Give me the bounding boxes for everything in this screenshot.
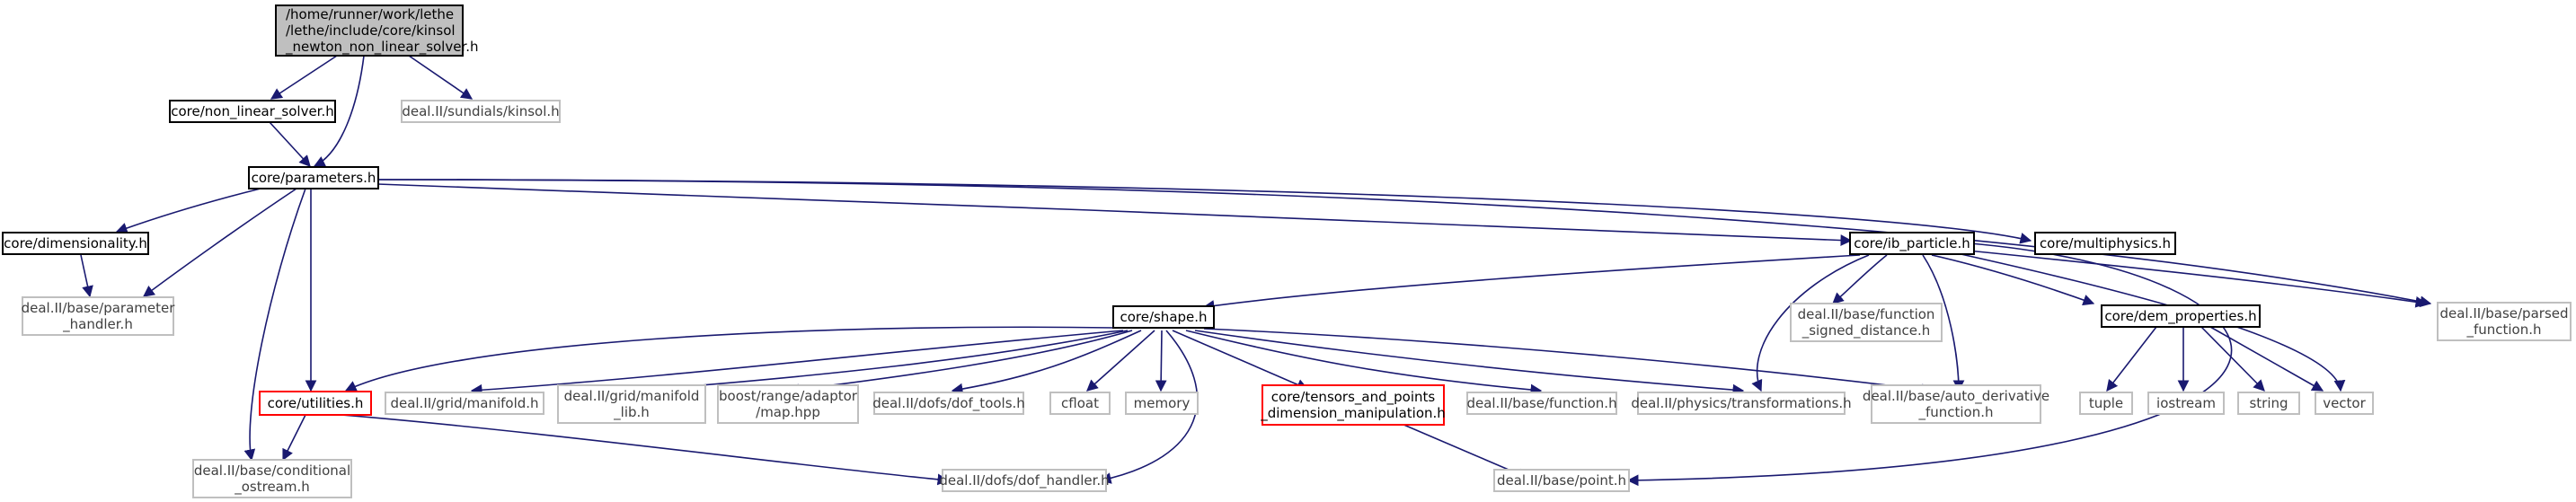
edge-root-to-sundials-kinsol [408, 55, 474, 100]
edge-non-linear-solver-to-parameters [269, 121, 311, 167]
edge-dem-properties-to-string [2200, 326, 2265, 392]
node-dimensionality[interactable]: core/dimensionality.h [2, 232, 149, 255]
node-non-linear-solver[interactable]: core/non_linear_solver.h [169, 100, 336, 123]
node-base-function[interactable]: deal.II/base/function.h [1466, 392, 1617, 415]
node-sundials-kinsol[interactable]: deal.II/sundials/kinsol.h [401, 100, 561, 123]
node-root-file: /home/runner/work/lethe /lethe/include/c… [275, 4, 479, 57]
edge-utilities-to-dof-handler [341, 414, 950, 486]
node-parsed-function[interactable]: deal.II/base/parsed _function.h [2437, 302, 2572, 341]
edge-shape-to-base-function [1185, 330, 1543, 396]
node-tensors-and-points[interactable]: core/tensors_and_points _dimension_manip… [1261, 384, 1446, 426]
edge-ib-particle-to-shape [1202, 254, 1861, 312]
edge-parameters-to-multiphysics [376, 179, 2032, 244]
edge-shape-to-grid-manifold [470, 330, 1124, 396]
edge-ib-particle-to-dem-properties [1931, 254, 2095, 306]
edge-dem-properties-to-tuple [2106, 326, 2157, 392]
edge-ib-particle-to-transformations [1751, 254, 1870, 392]
edge-parameters-to-ib-particle [376, 183, 1853, 246]
edge-root-to-parameters [313, 55, 365, 167]
node-dof-handler[interactable]: deal.II/dofs/dof_handler.h [939, 469, 1110, 492]
edge-parameters-to-parsed-function [376, 179, 2432, 308]
node-dem-properties[interactable]: core/dem_properties.h [2101, 304, 2261, 328]
edge-parameters-to-conditional-ostream [243, 188, 306, 462]
edge-ib-particle-to-point [1626, 242, 2233, 487]
edge-shape-to-manifold-lib [632, 330, 1129, 396]
node-auto-derivative[interactable]: deal.II/base/auto_derivative _function.h [1863, 384, 2049, 424]
node-tuple[interactable]: tuple [2079, 392, 2133, 415]
edge-shape-to-tensors-and-points [1172, 330, 1309, 391]
node-grid-manifold[interactable]: deal.II/grid/manifold.h [385, 392, 544, 415]
node-parameters[interactable]: core/parameters.h [248, 166, 379, 189]
node-string[interactable]: string [2237, 392, 2300, 415]
edge-ib-particle-to-auto-derivative [1922, 254, 1965, 392]
node-manifold-lib[interactable]: deal.II/grid/manifold _lib.h [557, 384, 706, 424]
edge-parameters-to-parameter-handler [142, 188, 297, 297]
edge-shape-to-auto-derivative [1203, 328, 1934, 395]
node-transformations[interactable]: deal.II/physics/transformations.h [1631, 392, 1852, 415]
node-parameter-handler[interactable]: deal.II/base/parameter _handler.h [22, 296, 174, 336]
edge-root-to-non-linear-solver [270, 55, 338, 100]
node-memory[interactable]: memory [1125, 392, 1199, 415]
edge-ib-particle-to-parsed-function [1958, 249, 2428, 308]
edge-dem-properties-to-vector [2209, 326, 2324, 392]
edge-shape-to-dof-tools [951, 330, 1142, 395]
node-multiphysics[interactable]: core/multiphysics.h [2034, 232, 2176, 255]
edge-parameters-to-dimensionality [115, 188, 261, 234]
node-conditional-ostream[interactable]: deal.II/base/conditional _ostream.h [192, 459, 352, 498]
node-cfloat[interactable]: cfloat [1049, 392, 1111, 415]
edge-dimensionality-to-parameter-handler [80, 254, 93, 298]
edge-shape-to-utilities [344, 326, 1115, 392]
node-function-signed-distance[interactable]: deal.II/base/function _signed_distance.h [1790, 303, 1943, 342]
node-adaptor-map[interactable]: boost/range/adaptor /map.hpp [717, 384, 859, 424]
edge-shape-to-dof-handler [1099, 330, 1199, 484]
node-iostream[interactable]: iostream [2147, 392, 2225, 415]
edge-shape-to-transformations [1194, 330, 1745, 396]
edge-shape-to-memory [1155, 330, 1167, 392]
node-point[interactable]: deal.II/base/point.h [1493, 469, 1630, 492]
node-dof-tools[interactable]: deal.II/dofs/dof_tools.h [872, 392, 1025, 415]
edge-utilities-to-conditional-ostream [282, 414, 306, 462]
node-ib-particle[interactable]: core/ib_particle.h [1849, 232, 1975, 255]
node-utilities[interactable]: core/utilities.h [259, 391, 372, 416]
edge-ib-particle-to-function-signed-distance [1832, 254, 1888, 304]
node-shape[interactable]: core/shape.h [1112, 305, 1215, 329]
node-vector[interactable]: vector [2315, 392, 2374, 415]
edge-shape-to-cfloat [1086, 330, 1155, 392]
